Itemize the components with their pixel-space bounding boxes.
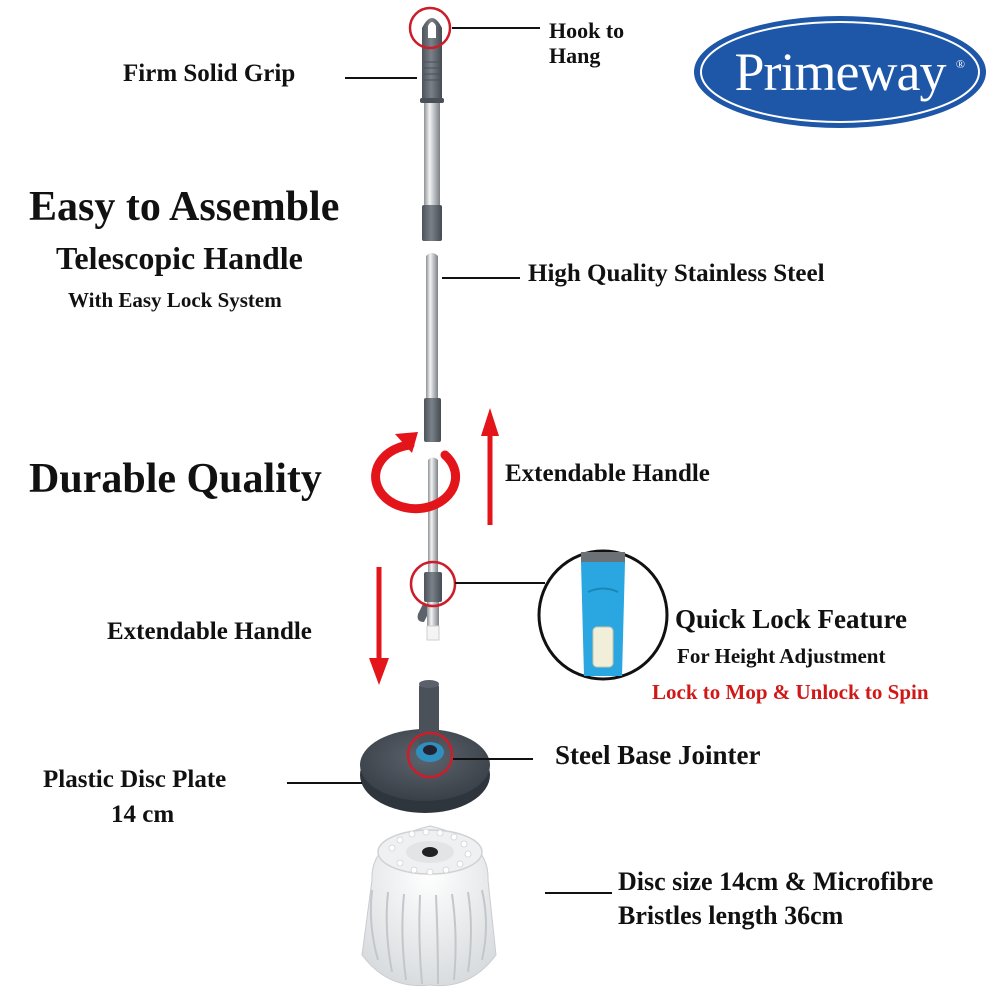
headline-caption: With Easy Lock System: [68, 288, 282, 312]
hook-label-line1: Hook to: [549, 18, 625, 43]
steel-label: High Quality Stainless Steel: [528, 260, 825, 287]
headline-subtitle: Telescopic Handle: [56, 240, 303, 276]
refill-line2: Bristles length 36cm: [618, 900, 844, 930]
grip-label: Firm Solid Grip: [123, 60, 296, 87]
refill-label: Disc size 14cm & Microfibre Bristles len…: [618, 865, 933, 933]
registered-mark: ®: [955, 57, 965, 71]
quick-lock-magnifier: [537, 549, 669, 681]
extendable-label-right: Extendable Handle: [505, 460, 710, 487]
durable-label: Durable Quality: [29, 456, 322, 502]
brand-name: Primeway: [734, 42, 947, 102]
brand-logo: Primeway ®: [693, 15, 987, 129]
hook-label-line2: Hang: [549, 43, 601, 69]
up-arrow-icon: [481, 408, 499, 525]
hook-highlight: [408, 6, 452, 50]
disc-plate-line2: 14 cm: [111, 800, 175, 828]
grip-section: [420, 18, 444, 103]
quick-lock-subtitle: For Height Adjustment: [677, 644, 886, 668]
rotate-arrow-icon: [371, 432, 461, 514]
jointer-highlight: [406, 731, 454, 779]
jointer-label: Steel Base Jointer: [555, 740, 761, 770]
refill-line1: Disc size 14cm & Microfibre: [618, 867, 934, 896]
extendable-label-left: Extendable Handle: [107, 618, 312, 645]
quick-lock-note: Lock to Mop & Unlock to Spin: [652, 680, 929, 704]
disc-plate-label: Plastic Disc Plate 14 cm: [43, 766, 226, 830]
headline-title: Easy to Assemble: [29, 184, 340, 230]
down-arrow-icon: [369, 567, 389, 685]
mop-refill: [361, 825, 497, 987]
disc-plate-line1: Plastic Disc Plate: [43, 766, 227, 793]
quick-lock-title: Quick Lock Feature: [675, 604, 907, 634]
disc-plate: [360, 680, 490, 813]
hook-label: Hook to Hang: [549, 18, 624, 69]
